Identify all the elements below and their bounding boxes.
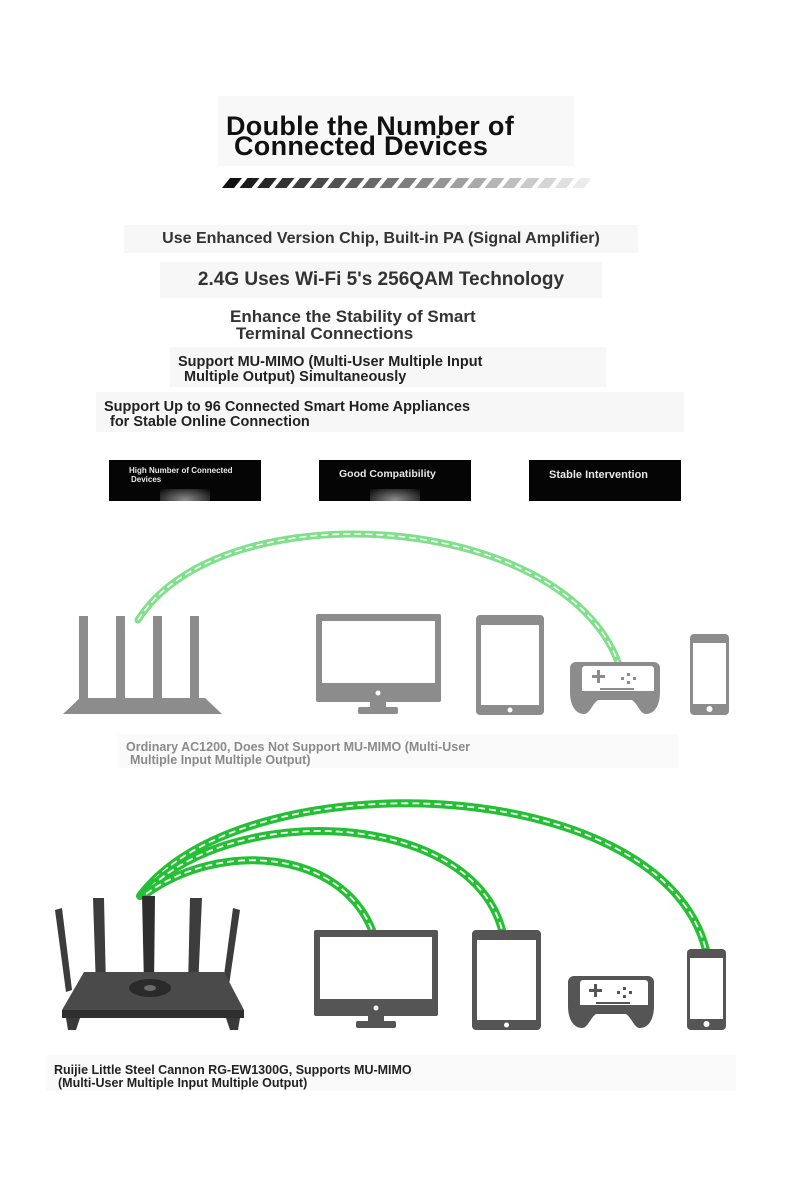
feature-mumimo-line-2: Multiple Output) Simultaneously [184,368,407,385]
title-line-1: Double the Number of [226,111,514,141]
feature-stability: Enhance the Stability of Smart Terminal … [222,308,562,348]
tag-glow [370,489,420,501]
monitor-icon [314,930,438,1028]
ruijie-caption: Ruijie Little Steel Cannon RG-EW1300G, S… [46,1055,736,1091]
feature-chip: Use Enhanced Version Chip, Built-in PA (… [124,225,638,253]
ordinary-row [63,530,729,715]
stripe [257,178,277,188]
feature-appliances-line-2: for Stable Online Connection [110,413,310,430]
feature-stability-line-1: Enhance the Stability of Smart [230,307,476,326]
comparison-diagram [55,530,729,1030]
stripe [572,178,590,188]
feature-stability-line-2: Terminal Connections [236,324,414,343]
ruijie-caption-line-2: (Multi-User Multiple Input Multiple Outp… [58,1075,308,1090]
feature-mumimo-line-1: Support MU-MIMO (Multi-User Multiple Inp… [178,354,483,370]
monitor-icon [316,614,441,714]
feature-mumimo: Support MU-MIMO (Multi-User Multiple Inp… [170,347,606,387]
stripe [449,178,470,188]
router-icon [63,616,222,714]
feature-appliances: Support Up to 96 Connected Smart Home Ap… [96,392,684,432]
stripe [397,178,417,188]
page-title: Double the Number of Connected Devices [218,96,574,166]
router-icon [55,896,244,1030]
ruijie-link-tablet [139,827,506,934]
stripe [414,178,435,188]
stripe [327,178,347,188]
tag-intervention-label: Stable Intervention [549,469,649,481]
tablet-icon [472,930,541,1030]
ordinary-caption-line-1: Ordinary AC1200, Does Not Support MU-MIM… [126,740,471,754]
stripe-divider [222,178,590,188]
stripe [484,178,505,188]
tag-connected-devices-line-2: Devices [131,475,162,484]
stripe [362,178,382,188]
stripe [519,178,540,188]
stripe [222,178,242,188]
gamepad-icon [568,976,654,1028]
stripe [379,178,400,188]
phone-icon [690,634,729,715]
ruijie-row [55,799,726,1030]
phone-icon [687,949,726,1030]
feature-qam: 2.4G Uses Wi-Fi 5's 256QAM Technology [160,262,602,298]
ordinary-caption-line-2: Multiple Input Multiple Output) [130,752,311,767]
stripe [274,178,295,188]
stripe [292,178,312,188]
stripe [432,178,452,188]
tag-compatibility: Good Compatibility [319,460,471,501]
ruijie-link-phone [136,799,710,954]
stripe [309,178,330,188]
stripe [344,178,365,188]
stripe [467,178,487,188]
tablet-icon [476,615,544,715]
stripe [239,178,260,188]
tag-intervention: Stable Intervention [529,460,681,501]
tag-connected-devices-line-1: High Number of Connected [129,466,233,475]
stripe [537,178,557,188]
feature-appliances-line-1: Support Up to 96 Connected Smart Home Ap… [104,399,471,415]
ordinary-link [134,530,622,666]
ordinary-caption: Ordinary AC1200, Does Not Support MU-MIM… [118,734,678,768]
gamepad-icon [570,662,660,714]
stripe [502,178,522,188]
tag-glow [160,489,210,501]
stripe [554,178,575,188]
title-line-2: Connected Devices [234,131,489,161]
ruijie-link-monitor [142,856,376,934]
ruijie-caption-line-1: Ruijie Little Steel Cannon RG-EW1300G, S… [54,1063,412,1077]
tag-compatibility-label: Good Compatibility [339,468,436,480]
tag-connected-devices: High Number of Connected Devices [109,460,261,501]
